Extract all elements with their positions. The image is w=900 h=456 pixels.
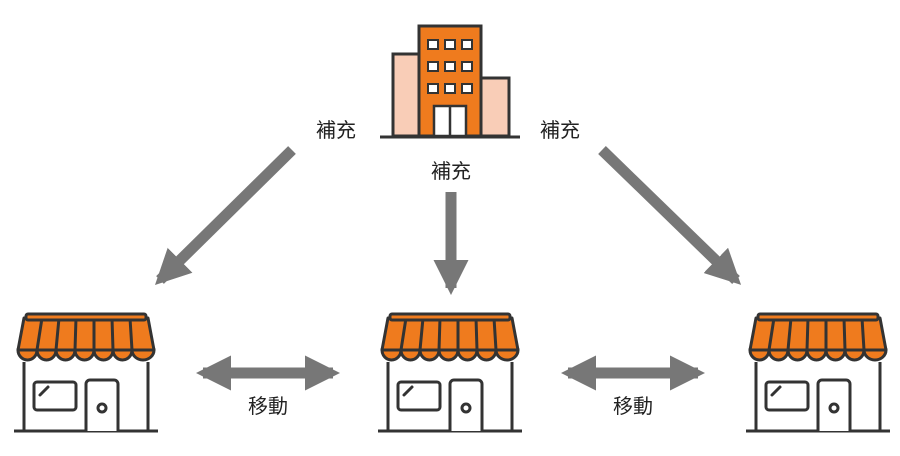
supply-label-left: 補充 [316,118,356,142]
move-label-left: 移動 [248,394,288,418]
storefront-icon-center [376,312,524,433]
supply-arrow-left [154,146,296,285]
office-building-icon [380,24,520,139]
supply-label-center: 補充 [431,159,471,183]
storefront-icon-right [744,312,892,433]
supply-arrow-right [598,146,742,285]
supply-label-right: 補充 [540,118,580,142]
move-label-right: 移動 [613,394,653,418]
storefront-icon-left [12,312,160,433]
